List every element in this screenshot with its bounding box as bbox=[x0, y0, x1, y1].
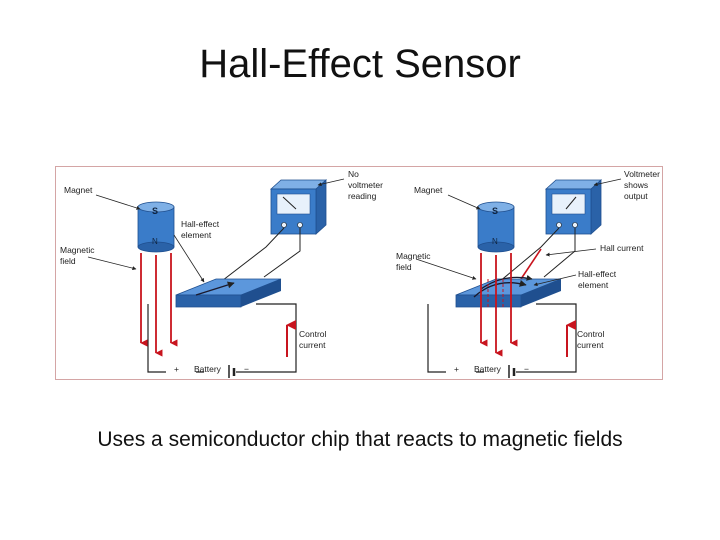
right-hall-plate bbox=[455, 274, 562, 308]
left-plus-sign: + bbox=[174, 364, 179, 374]
left-magnetic-field-1: Magnetic bbox=[60, 245, 95, 255]
left-battery-label: Battery bbox=[194, 364, 222, 374]
right-magnet-label: Magnet bbox=[414, 185, 443, 195]
left-control-current-1: Control bbox=[299, 329, 327, 339]
left-minus-sign: − bbox=[244, 364, 249, 374]
right-hall-current-label: Hall current bbox=[600, 243, 644, 253]
right-hall-element-1: Hall-effect bbox=[578, 269, 617, 279]
right-magnetic-field-1: Magnetic bbox=[396, 251, 431, 261]
left-magnet: S N bbox=[137, 201, 175, 253]
left-voltmeter bbox=[269, 179, 328, 235]
left-no-voltmeter-2: voltmeter bbox=[348, 180, 383, 190]
right-control-current-1: Control bbox=[577, 329, 605, 339]
right-circuit-wire bbox=[427, 303, 577, 373]
left-field-lines bbox=[140, 253, 178, 357]
left-magnet-pole-n: N bbox=[152, 237, 158, 246]
right-voltmeter-1: Voltmeter bbox=[624, 169, 660, 179]
right-magnet-pole-n: N bbox=[492, 237, 498, 246]
right-hall-element-2: element bbox=[578, 280, 609, 290]
right-voltmeter-3: output bbox=[624, 191, 648, 201]
left-panel: + Battery − bbox=[60, 169, 383, 378]
slide-title: Hall-Effect Sensor bbox=[199, 42, 521, 86]
right-plus-sign: + bbox=[454, 364, 459, 374]
left-magnetic-field-2: field bbox=[60, 256, 76, 266]
left-hall-plate bbox=[175, 278, 282, 308]
slide-caption: Uses a semiconductor chip that reacts to… bbox=[97, 428, 623, 451]
left-hall-element-2: element bbox=[181, 230, 212, 240]
right-voltmeter-2: shows bbox=[624, 180, 648, 190]
hall-effect-diagram: + Battery − bbox=[55, 166, 663, 380]
right-control-current-2: current bbox=[577, 340, 604, 350]
right-minus-sign: − bbox=[524, 364, 529, 374]
left-circuit-wire bbox=[147, 303, 297, 373]
left-magnet-pole-s: S bbox=[152, 206, 158, 216]
right-magnet-pole-s: S bbox=[492, 206, 498, 216]
diagram-svg: + Battery − bbox=[60, 169, 660, 378]
left-no-voltmeter-1: No bbox=[348, 169, 359, 179]
left-magnet-label: Magnet bbox=[64, 185, 93, 195]
right-battery-label: Battery bbox=[474, 364, 502, 374]
left-control-current-2: current bbox=[299, 340, 326, 350]
right-voltmeter bbox=[544, 179, 603, 235]
right-panel: + Battery − bbox=[396, 169, 660, 378]
left-no-voltmeter-3: reading bbox=[348, 191, 377, 201]
right-magnetic-field-2: field bbox=[396, 262, 412, 272]
left-hall-element-1: Hall-effect bbox=[181, 219, 220, 229]
right-magnet: S N bbox=[477, 201, 515, 253]
right-field-lines bbox=[480, 253, 518, 357]
